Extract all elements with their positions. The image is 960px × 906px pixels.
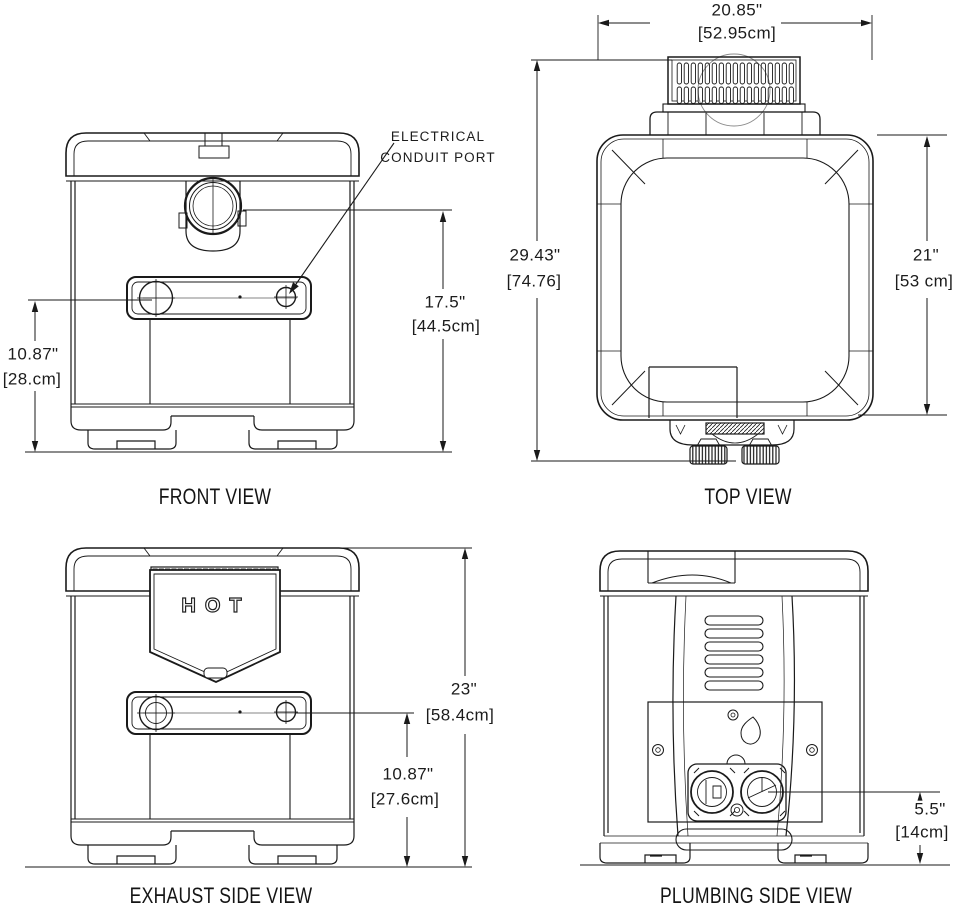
dim-top-depth-cm: [53 cm]: [892, 271, 956, 292]
top-view-drawing: [531, 15, 947, 465]
dim-front-flue-height-cm: [44.5cm]: [409, 316, 483, 337]
plumbing-view-drawing: [580, 550, 950, 866]
dim-exhaust-panel-height-cm: [27.6cm]: [368, 789, 442, 810]
dim-front-flue-height-in: 17.5": [422, 292, 468, 313]
exhaust-control-panel: [126, 691, 312, 819]
exhaust-view-drawing: HOT: [25, 547, 472, 868]
dim-top-width-cm: [52.95cm]: [695, 23, 779, 44]
fan-blade-circle: [697, 53, 771, 127]
fan-vent-grille: [649, 53, 821, 135]
callout-line-1: ELECTRICAL: [390, 129, 486, 144]
dim-exhaust-panel-height-in: 10.87": [380, 764, 436, 785]
callout-line-2: CONDUIT PORT: [380, 150, 496, 165]
pipe-union-left: [689, 445, 728, 465]
plumbing-mounting-plate: [647, 701, 823, 823]
plumbing-view-caption: PLUMBING SIDE VIEW: [659, 883, 853, 906]
exhaust-hood: HOT: [149, 566, 281, 683]
dim-front-panel-height-cm: [28.cm]: [0, 369, 64, 390]
dim-plumbing-port-height-cm: [14cm]: [893, 822, 951, 843]
plumbing-dimension-lines: [768, 791, 940, 864]
flue-vent: [178, 133, 247, 252]
dim-top-length-in: 29.43": [507, 245, 563, 266]
dim-plumbing-port-height-in: 5.5": [912, 799, 948, 820]
top-dimension-lines: [531, 15, 947, 462]
dim-front-panel-height-in: 10.87": [5, 344, 61, 365]
top-plumbing-manifold: [648, 366, 795, 465]
exhaust-dimension-lines: [296, 547, 472, 867]
dim-top-depth-in: 21": [910, 245, 942, 266]
front-view-caption: FRONT VIEW: [158, 484, 272, 509]
front-control-panel: [126, 276, 312, 404]
dim-top-length-cm: [74.76]: [504, 271, 564, 292]
dim-top-width-in: 20.85": [709, 0, 765, 21]
dim-exhaust-total-height-cm: [58.4cm]: [423, 705, 497, 726]
electrical-conduit-port-callout: ELECTRICAL CONDUIT PORT: [380, 126, 495, 168]
keyhole-slot: [740, 716, 761, 745]
callout-leader-line: [293, 142, 395, 288]
top-view-caption: TOP VIEW: [704, 484, 792, 509]
pipe-union-right: [741, 445, 780, 465]
cap-access-panel: [647, 551, 736, 584]
front-view-drawing: [25, 132, 452, 453]
dim-exhaust-total-height-in: 23": [448, 679, 480, 700]
hot-warning-label: HOT: [181, 595, 250, 617]
louver-vents: [704, 615, 764, 691]
exhaust-view-caption: EXHAUST SIDE VIEW: [129, 883, 313, 906]
front-dimension-lines: [28, 142, 452, 452]
water-pipe-connections: [687, 754, 787, 822]
